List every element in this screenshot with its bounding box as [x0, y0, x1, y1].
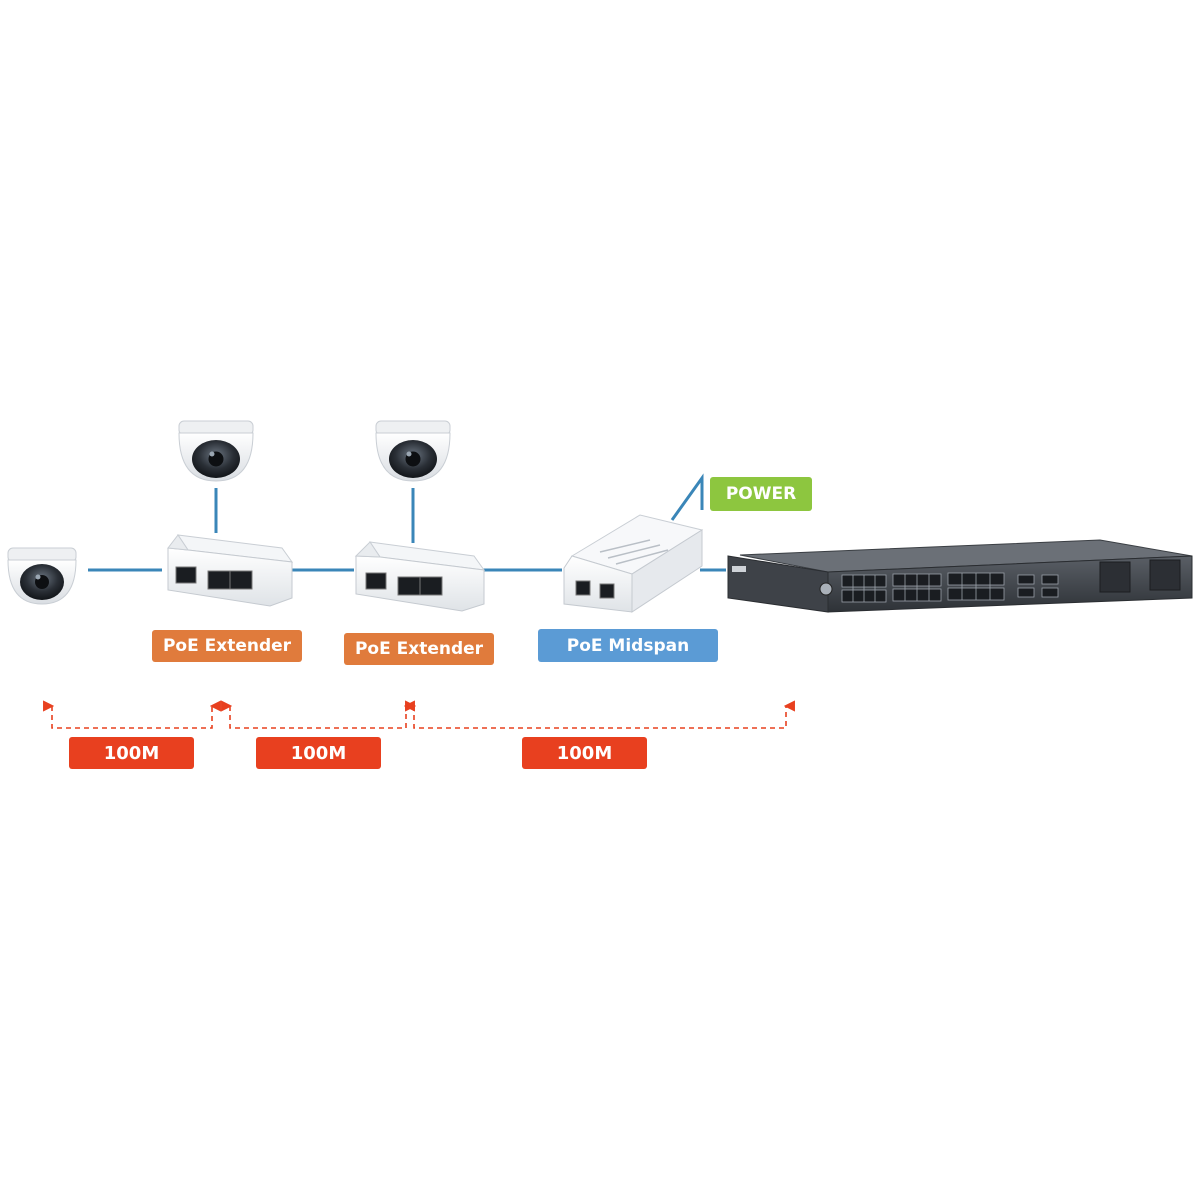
- poe-midspan-label: PoE Midspan: [538, 629, 718, 662]
- power-label: POWER: [710, 477, 812, 511]
- distance-markers: [43, 700, 795, 729]
- distance-label-3: 100M: [522, 737, 647, 769]
- distance-line-3: [405, 700, 795, 729]
- distance-line-1: [43, 700, 221, 729]
- poe-extender-label-1: PoE Extender: [152, 630, 302, 662]
- dome-camera-icon: [375, 420, 451, 482]
- poe-extender-icon: [354, 541, 486, 612]
- poe-extender-icon: [167, 534, 294, 607]
- dome-camera-icon: [178, 420, 254, 482]
- distance-line-2: [221, 700, 415, 729]
- poe-midspan-icon: [563, 514, 704, 613]
- cables: [88, 473, 726, 572]
- cable-power: [670, 473, 704, 521]
- network-switch-icon: [727, 539, 1193, 613]
- dome-camera-icon: [7, 547, 77, 605]
- distance-label-2: 100M: [256, 737, 381, 769]
- distance-label-1: 100M: [69, 737, 194, 769]
- poe-extender-label-2: PoE Extender: [344, 633, 494, 665]
